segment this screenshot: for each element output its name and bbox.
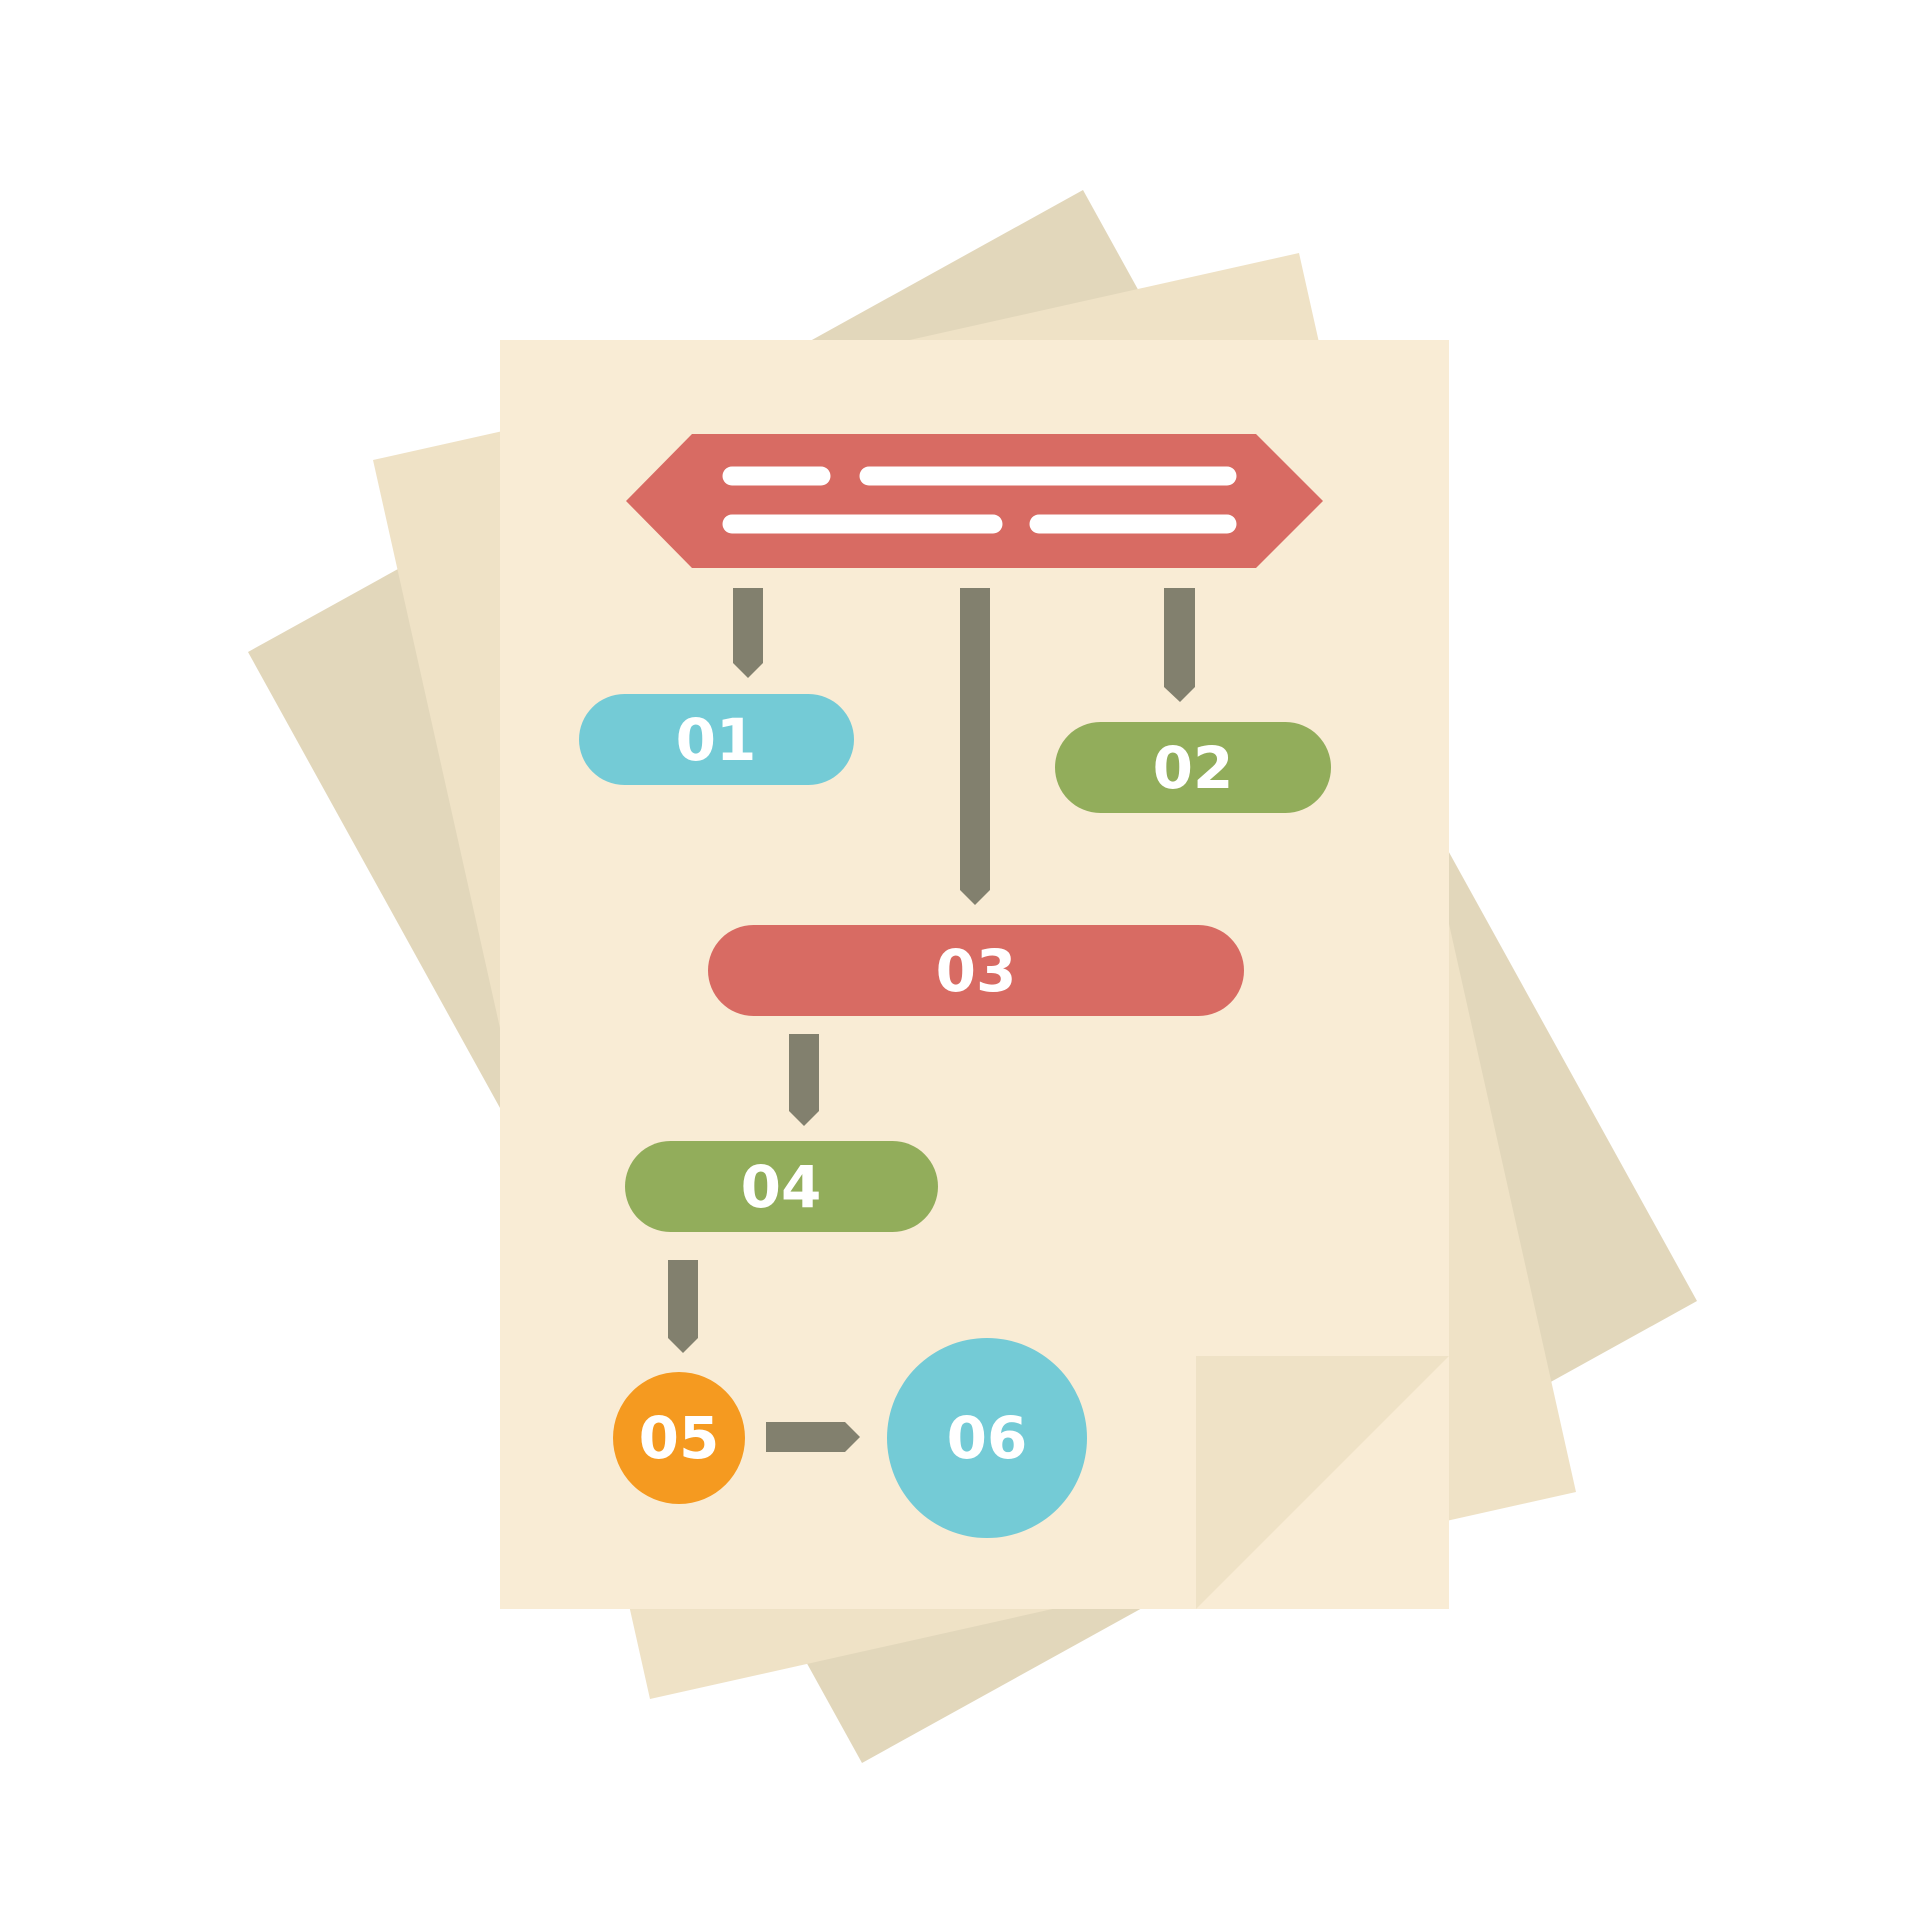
node-label: 04 [741,1153,822,1221]
connector-arrow-header-to-03 [960,588,990,905]
header-text-lines [722,466,1237,534]
connectors [668,588,1195,1452]
header-hexagon-icon [626,434,1323,568]
node-04: 04 [625,1141,938,1232]
node-shape [613,1372,745,1504]
node-label: 06 [947,1404,1028,1472]
node-02: 02 [1055,722,1331,813]
connector-arrow-header-to-02 [1164,588,1195,702]
page-fold-corner [1196,1356,1449,1609]
node-label: 02 [1153,734,1234,802]
node-05: 05 [613,1372,745,1504]
node-label: 03 [936,937,1017,1005]
node-shape [887,1338,1087,1538]
node-label: 01 [676,706,757,774]
node-shape [708,925,1244,1016]
flow-nodes: 01 02 03 04 05 06 [579,694,1331,1538]
node-03: 03 [708,925,1244,1016]
node-01: 01 [579,694,854,785]
connector-arrow-05-to-06 [766,1422,860,1452]
node-shape [1055,722,1331,813]
connector-arrow-03-to-04 [789,1034,819,1126]
node-shape [579,694,854,785]
flowchart-header [626,434,1323,568]
connector-arrow-04-to-05 [668,1260,698,1353]
connector-arrow-header-to-01 [733,588,763,678]
node-label: 05 [639,1404,720,1472]
node-06: 06 [887,1338,1087,1538]
node-shape [625,1141,938,1232]
